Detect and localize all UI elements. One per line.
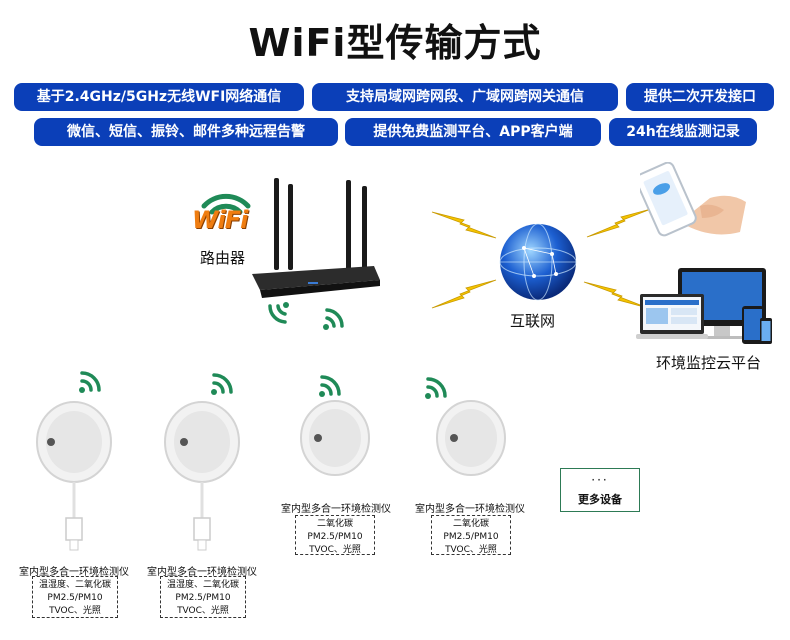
phone-icon — [640, 162, 746, 237]
device-3-name: 室内型多合一环境检测仪 — [281, 504, 391, 515]
feature-pill-dev-interface: 提供二次开发接口 — [626, 83, 774, 111]
page-title: WiFi型传输方式 — [248, 21, 542, 65]
more-devices-box: ··· 更多设备 — [560, 468, 640, 512]
wifi-logo-icon — [201, 193, 251, 215]
internet-label: 互联网 — [510, 312, 556, 330]
wifi-logo-text: WiFi — [192, 206, 248, 234]
device-1-params: 温湿度、二氧化碳 PM2.5/PM10 TVOC、光照 — [32, 576, 118, 618]
device-3-param-2: PM2.5/PM10 — [307, 532, 363, 542]
device-4-wifi-icon — [425, 377, 447, 399]
lightning-icon-bottom-left — [431, 279, 497, 309]
device-1-param-2: PM2.5/PM10 — [47, 593, 103, 603]
feature-pill-alarms: 微信、短信、振铃、邮件多种远程告警 — [34, 118, 338, 146]
device-2-param-1: 温湿度、二氧化碳 — [166, 580, 239, 590]
device-2-params: 温湿度、二氧化碳 PM2.5/PM10 TVOC、光照 — [160, 576, 246, 618]
router-icon — [252, 178, 380, 298]
device-4-param-1: 二氧化碳 — [452, 519, 489, 529]
device-1-wifi-icon — [79, 371, 101, 393]
device-4-param-3: TVOC、光照 — [445, 545, 497, 555]
feature-pill-platform: 提供免费监测平台、APP客户端 — [345, 118, 601, 146]
platform-label: 环境监控云平台 — [656, 354, 762, 372]
device-2-param-3: TVOC、光照 — [177, 606, 229, 616]
router-wifi-right-icon — [323, 308, 344, 330]
feature-pill-cross-network: 支持局域网跨网段、广域网跨网关通信 — [312, 83, 618, 111]
monitor-icon — [636, 268, 772, 344]
device-4-name: 室内型多合一环境检测仪 — [415, 504, 525, 515]
lightning-icon-top-left — [431, 211, 497, 239]
router-label: 路由器 — [200, 249, 246, 267]
device-3-sensor-icon — [300, 400, 370, 476]
feature-pill-24h: 24h在线监测记录 — [609, 118, 757, 146]
device-2-sensor-icon — [164, 401, 240, 551]
device-4-param-2: PM2.5/PM10 — [443, 532, 499, 542]
more-devices-label: 更多设备 — [578, 493, 622, 506]
device-3-wifi-icon — [319, 375, 341, 397]
device-1-param-1: 温湿度、二氧化碳 — [38, 580, 111, 590]
device-2-wifi-icon — [211, 373, 233, 395]
router-wifi-left-icon — [268, 302, 289, 324]
device-2-name: 室内型多合一环境检测仪 — [147, 567, 257, 578]
feature-pill-wifi-network: 基于2.4GHz/5GHz无线WFI网络通信 — [14, 83, 304, 111]
device-3-param-1: 二氧化碳 — [316, 519, 353, 529]
globe-icon — [499, 223, 577, 301]
device-3-param-3: TVOC、光照 — [309, 545, 361, 555]
more-devices-dots: ··· — [591, 473, 609, 487]
device-4-params: 二氧化碳 PM2.5/PM10 TVOC、光照 — [431, 515, 511, 555]
device-1-sensor-icon — [36, 401, 112, 551]
device-1-param-3: TVOC、光照 — [49, 606, 101, 616]
device-1-name: 室内型多合一环境检测仪 — [19, 567, 129, 578]
device-4-sensor-icon — [436, 400, 506, 476]
device-2-param-2: PM2.5/PM10 — [175, 593, 231, 603]
device-3-params: 二氧化碳 PM2.5/PM10 TVOC、光照 — [295, 515, 375, 555]
